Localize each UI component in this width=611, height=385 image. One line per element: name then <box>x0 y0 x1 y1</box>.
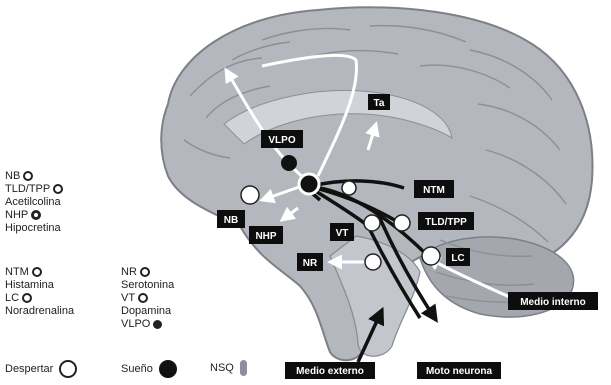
svg-text:Medio interno: Medio interno <box>520 297 586 308</box>
svg-text:NB: NB <box>224 215 238 226</box>
nucleus-tldtpp <box>394 215 410 231</box>
open-circle-icon <box>22 293 32 303</box>
legend-lc-label: LC <box>5 292 19 304</box>
legend-nr-label: NR <box>121 266 137 278</box>
legend-vlpo-label: VLPO <box>121 318 150 330</box>
label-lc: LC <box>446 248 470 266</box>
svg-text:TLD/TPP: TLD/TPP <box>425 217 467 228</box>
label-medio-externo: Medio externo <box>285 362 375 379</box>
legend-tldtpp-label: TLD/TPP <box>5 183 50 195</box>
svg-text:Medio externo: Medio externo <box>296 366 364 377</box>
open-circle-icon <box>53 184 63 194</box>
label-moto-neurona: Moto neurona <box>417 362 501 379</box>
legend-serotonina: Serotonina <box>121 279 174 292</box>
label-ntm: NTM <box>414 180 454 198</box>
label-vt: VT <box>330 223 354 241</box>
legend-right-column: NR Serotonina VT Dopamina VLPO <box>121 266 174 331</box>
label-vlpo: VLPO <box>261 130 303 148</box>
legend-nsq: NSQ <box>210 360 247 376</box>
svg-text:VLPO: VLPO <box>268 135 295 146</box>
legend-dopamina: Dopamina <box>121 305 174 318</box>
nucleus-ntm <box>299 174 319 194</box>
svg-text:NHP: NHP <box>255 231 276 242</box>
nsq-marker-icon <box>240 360 247 376</box>
legend-noradrenalina: Noradrenalina <box>5 305 74 318</box>
legend-ntm-label: NTM <box>5 266 29 278</box>
nucleus-lc <box>422 247 440 265</box>
label-nb: NB <box>217 210 245 228</box>
legend-despertar: Despertar <box>5 360 77 378</box>
legend-left: NB TLD/TPP Acetilcolina NHP Hipocretina <box>5 170 63 235</box>
open-circle-icon <box>138 293 148 303</box>
nucleus-ta <box>342 181 356 195</box>
legend-sueno: Sueño <box>121 360 177 378</box>
filled-circle-icon <box>159 360 177 378</box>
open-circle-icon <box>32 267 42 277</box>
open-circle-icon <box>59 360 77 378</box>
legend-nhp-label: NHP <box>5 209 28 221</box>
svg-text:LC: LC <box>451 253 464 264</box>
label-ta: Ta <box>368 94 390 110</box>
nucleus-vlpo <box>281 155 297 171</box>
sueno-label: Sueño <box>121 363 153 375</box>
svg-text:VT: VT <box>336 228 349 239</box>
svg-text:Moto neurona: Moto neurona <box>426 366 493 377</box>
nucleus-nr <box>365 254 381 270</box>
svg-text:NR: NR <box>303 258 318 269</box>
label-tldtpp: TLD/TPP <box>418 212 474 230</box>
legend-hipocretina: Hipocretina <box>5 222 63 235</box>
svg-text:NTM: NTM <box>423 185 445 196</box>
legend-nb-label: NB <box>5 170 20 182</box>
label-nr: NR <box>297 253 323 271</box>
nsq-label: NSQ <box>210 362 234 374</box>
thick-circle-icon <box>31 210 41 220</box>
open-circle-icon <box>23 171 33 181</box>
open-circle-icon <box>140 267 150 277</box>
filled-circle-icon <box>153 320 162 329</box>
nucleus-vt <box>364 215 380 231</box>
legend-vt-label: VT <box>121 292 135 304</box>
legend-histamina: Histamina <box>5 279 74 292</box>
legend-left-lower: NTM Histamina LC Noradrenalina <box>5 266 74 318</box>
legend-acetilcolina: Acetilcolina <box>5 196 63 209</box>
label-medio-interno: Medio interno <box>508 292 598 310</box>
nucleus-nb <box>241 186 259 204</box>
despertar-label: Despertar <box>5 363 53 375</box>
label-nhp: NHP <box>249 226 283 244</box>
svg-text:Ta: Ta <box>374 98 385 109</box>
